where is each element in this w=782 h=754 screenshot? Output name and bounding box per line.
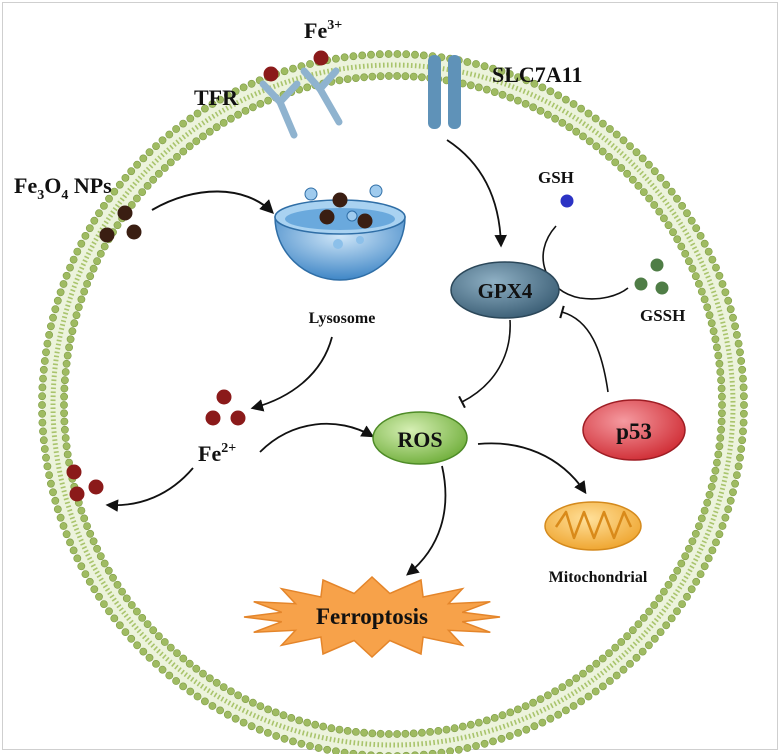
fe2-label: Fe2+ xyxy=(198,441,236,466)
gpx4-enzyme xyxy=(450,261,560,319)
fe3o4-nanoparticle xyxy=(117,205,133,221)
gpx4-label: GPX4 xyxy=(478,279,533,303)
membrane-outer-heads xyxy=(38,50,748,754)
arrow-ros-to-mitochondria xyxy=(477,442,587,495)
p53-protein xyxy=(582,399,686,461)
exported-fe2-ion xyxy=(88,479,104,495)
cell-membrane xyxy=(38,50,748,754)
arrow-fe2-to-ros xyxy=(259,422,375,453)
gssh-label: GSSH xyxy=(640,306,685,325)
slc7a11-label: SLC7A11 xyxy=(492,62,582,87)
inhibit-gpx4-to-ros xyxy=(458,319,511,409)
membrane-inner-heads xyxy=(60,72,726,738)
exported-fe2-ion xyxy=(69,486,85,502)
tfr-receptor xyxy=(259,80,301,139)
fe3o4-nanoparticle xyxy=(126,224,142,240)
arrow-nps-to-lysosome xyxy=(151,190,274,214)
lysosome-label: Lysosome xyxy=(309,310,376,327)
arrow-slc7a11-to-gpx4 xyxy=(446,139,508,248)
ferroptosis-burst xyxy=(243,575,501,659)
fe2-ion xyxy=(230,410,246,426)
gsh-molecule xyxy=(560,194,574,208)
gssh-molecule xyxy=(650,258,664,272)
fe3o4-nanoparticle xyxy=(99,227,115,243)
fe3-ion xyxy=(313,50,329,66)
gsh-label: GSH xyxy=(538,168,574,187)
tfr-label: TFR xyxy=(194,85,239,110)
fe2-ion xyxy=(216,389,232,405)
lysosome xyxy=(274,184,406,281)
slc7a11-transporter xyxy=(428,55,461,129)
fe3-ion xyxy=(263,66,279,82)
arrow-ros-to-ferroptosis xyxy=(406,465,447,576)
tfr-receptor xyxy=(300,67,343,126)
ferroptosis-label: Ferroptosis xyxy=(316,604,428,629)
ros-node xyxy=(372,411,468,465)
arrow-lysosome-to-fe2 xyxy=(250,336,333,412)
gssh-molecule xyxy=(655,281,669,295)
fe3-label: Fe3+ xyxy=(304,18,342,43)
p53-label: p53 xyxy=(616,419,652,444)
gssh-molecule xyxy=(634,277,648,291)
inhibit-p53-to-gpx4 xyxy=(559,305,609,393)
fe2-ion xyxy=(205,410,221,426)
arrow-fe2-export xyxy=(105,467,194,512)
gsh-gssh-cycle-curve xyxy=(542,225,629,300)
mitochondrial-label: Mitochondrial xyxy=(549,569,648,586)
fe3o4-nps-label: Fe3O4 NPs xyxy=(14,173,112,203)
ros-label: ROS xyxy=(397,427,442,452)
mitochondrion xyxy=(544,501,642,551)
exported-fe2-ion xyxy=(66,464,82,480)
